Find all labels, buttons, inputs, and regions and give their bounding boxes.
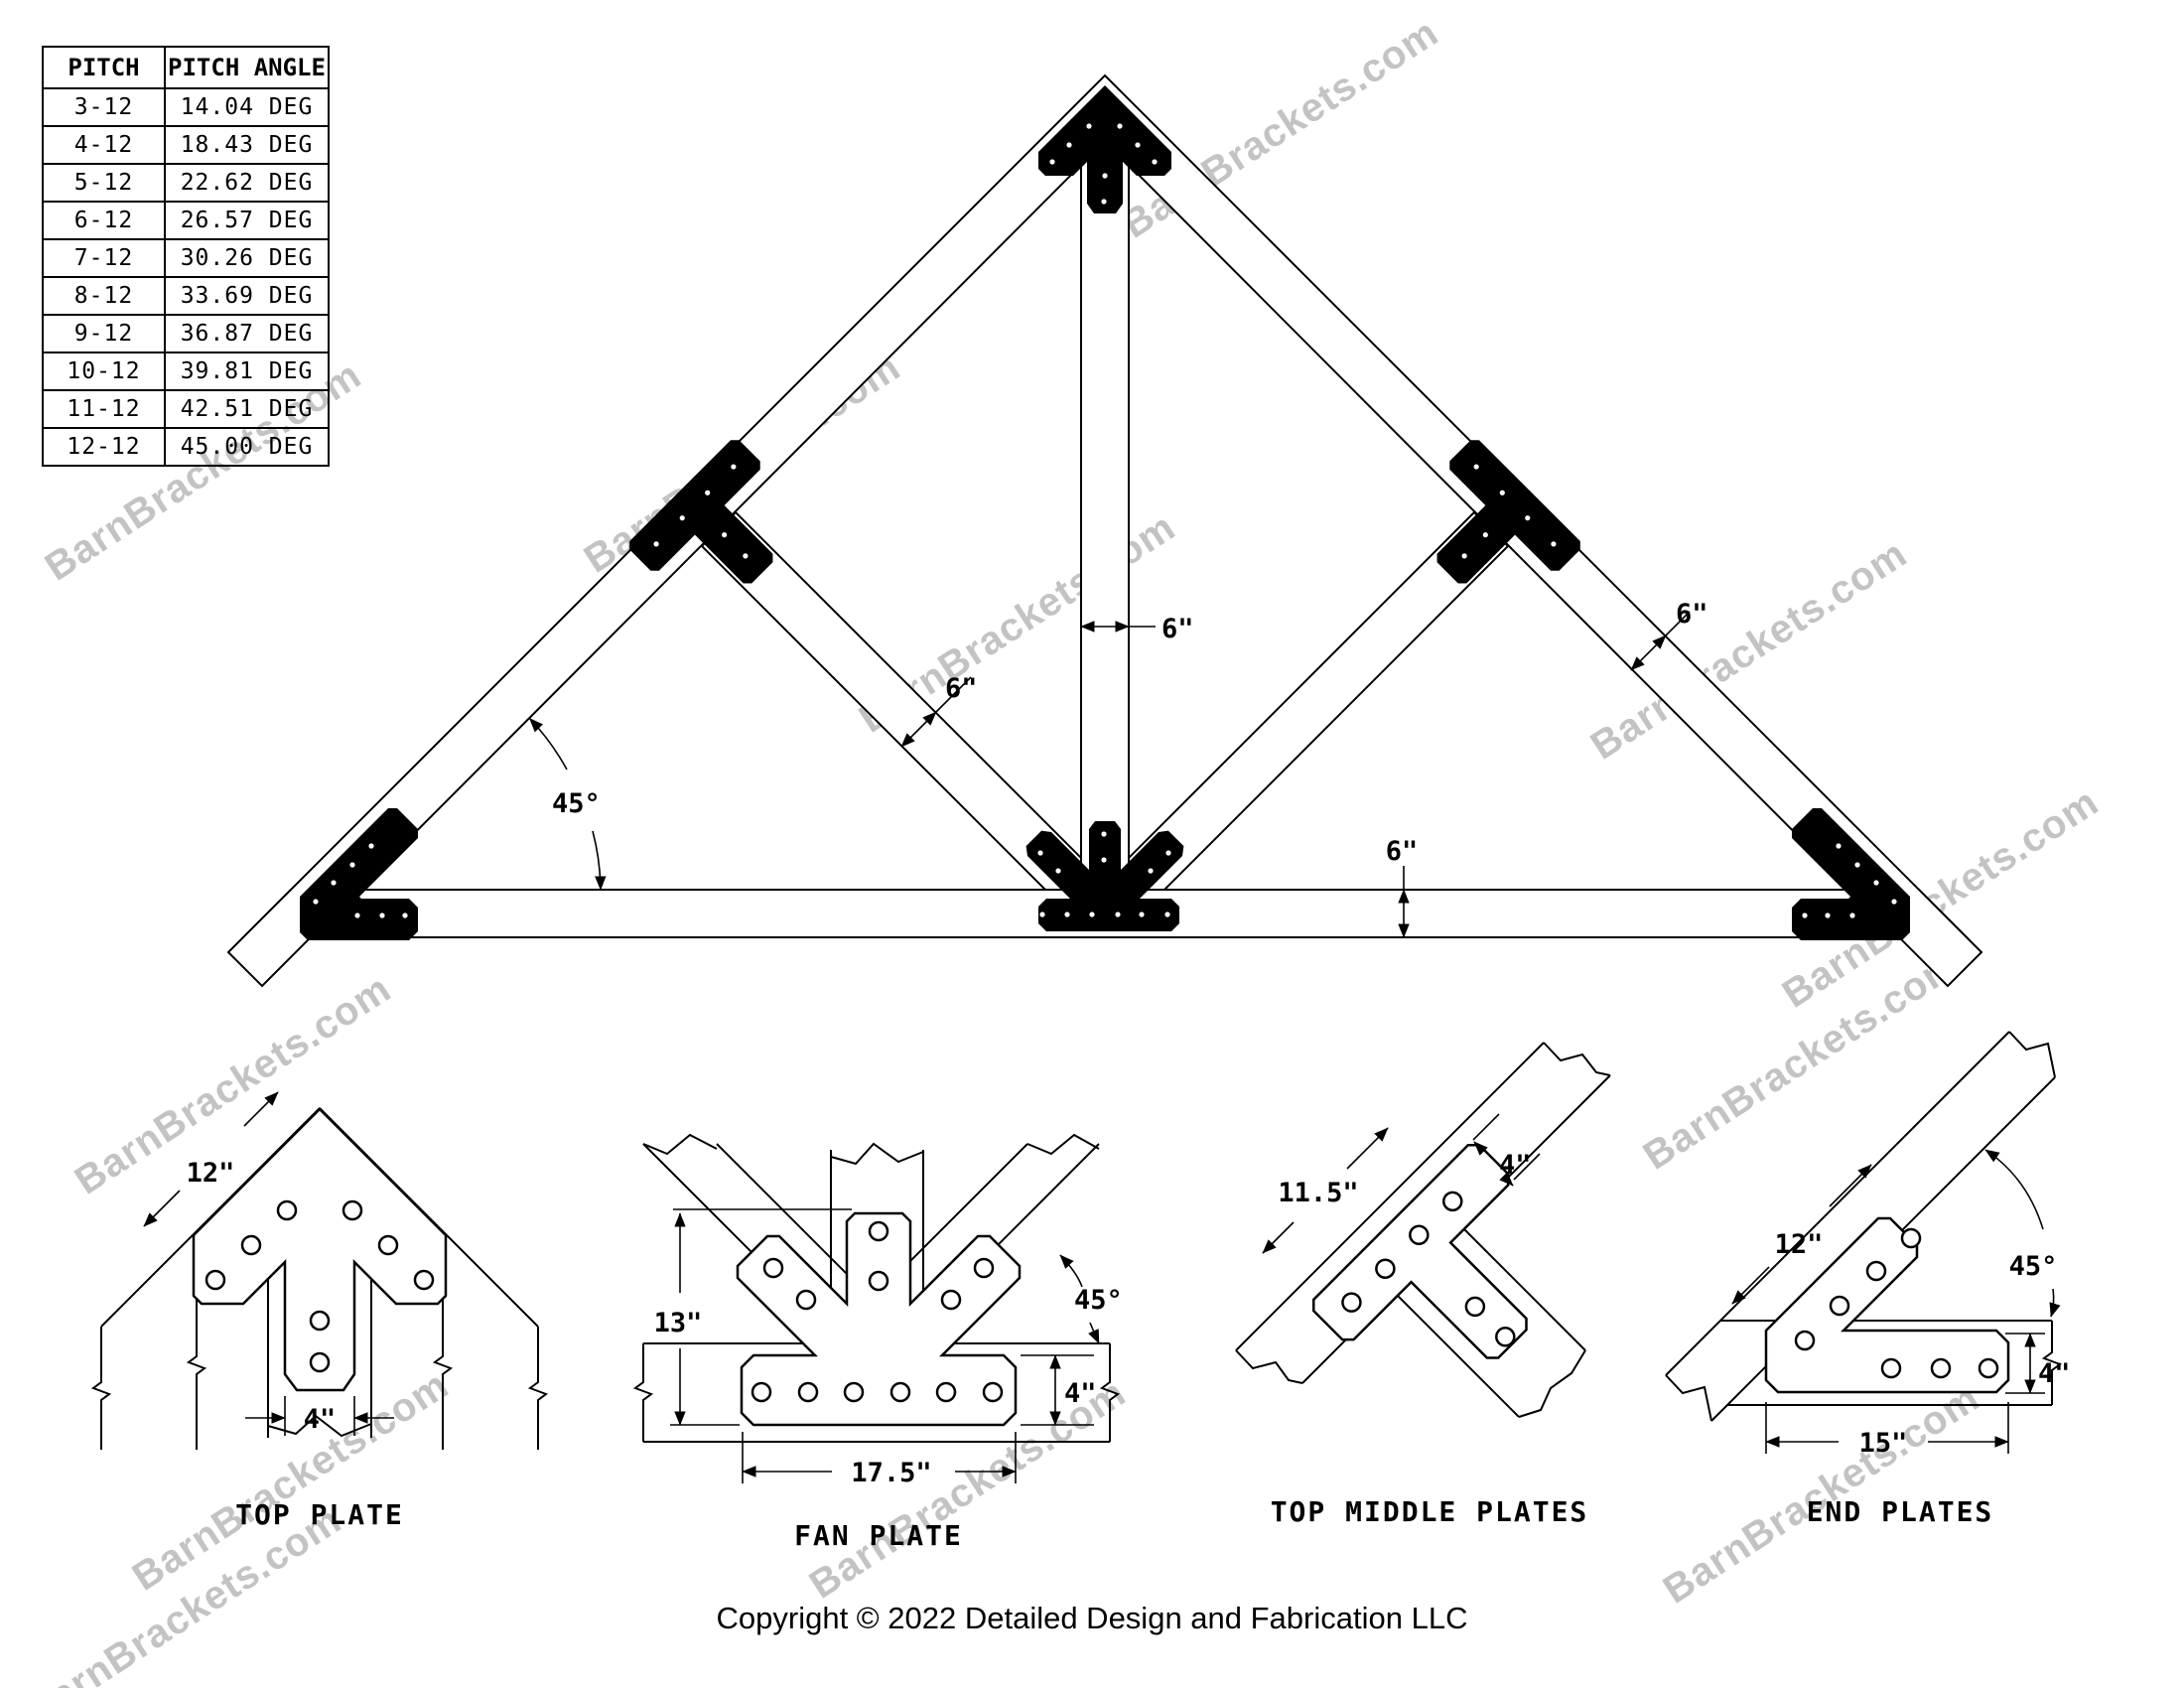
bolt-holes [1794, 1227, 1999, 1379]
copyright-text: Copyright © 2022 Detailed Design and Fab… [716, 1601, 1468, 1635]
pitch-cell: 3-12 [42, 87, 166, 127]
detail-dimensions: 12" 45° 4" 15" [1731, 1149, 2071, 1459]
apex-plate [1038, 85, 1171, 213]
detail-dimensions: 13" 17.5" 4" 45° [654, 1208, 1123, 1488]
length-dim: 15" [1859, 1428, 1908, 1459]
angle-dim: 45° [1074, 1285, 1123, 1316]
pitch-cell: 5-12 [42, 163, 166, 203]
angle-cell: 45.00 DEG [164, 427, 330, 467]
detail-top-middle-plates: 11.5" 4" TOP MIDDLE PLATES [1235, 1042, 1611, 1528]
angle-cell: 42.51 DEG [164, 389, 330, 429]
bolt-holes [205, 1199, 435, 1373]
angle-dim: 45° [2009, 1251, 2058, 1282]
pitch-cell: 9-12 [42, 314, 166, 353]
strut-width-dim: 6" [945, 673, 978, 704]
right-top-middle-plate [1436, 440, 1580, 584]
detail-dimensions: 12" 4" [143, 1091, 394, 1436]
pitch-column-header: PITCH [42, 46, 166, 89]
king-post [1080, 148, 1130, 891]
pitch-cell: 8-12 [42, 276, 166, 316]
right-end-plate [1792, 808, 1910, 940]
pitch-cell: 6-12 [42, 201, 166, 240]
rafters [226, 73, 1983, 988]
pitch-cell: 4-12 [42, 125, 166, 165]
left-end-plate [300, 808, 418, 940]
pitch-cell: 10-12 [42, 352, 166, 391]
width-dim: 17.5" [851, 1458, 931, 1488]
pitch-cell: 11-12 [42, 389, 166, 429]
bolt-holes [751, 1220, 1004, 1403]
detail-title: TOP PLATE [235, 1498, 404, 1531]
edge-dim: 12" [187, 1158, 235, 1189]
height-dim: 13" [654, 1308, 703, 1338]
base-dim: 4" [1064, 1378, 1097, 1409]
detail-dimensions: 11.5" 4" [1262, 1113, 1541, 1254]
detail-title: TOP MIDDLE PLATES [1271, 1495, 1589, 1528]
detail-title: FAN PLATE [794, 1519, 963, 1552]
width-dim: 4" [1499, 1150, 1532, 1181]
stem-dim: 4" [304, 1404, 337, 1435]
detail-end-plates: 12" 45° 4" 15" END PLATES [1665, 1031, 2071, 1528]
fan-plate-outline [736, 1211, 1022, 1427]
detail-top-plate: 12" 4" TOP PLATE [90, 1091, 549, 1531]
angle-cell: 22.62 DEG [164, 163, 330, 203]
angle-cell: 33.69 DEG [164, 276, 330, 316]
pitch-angle-column-header: PITCH ANGLE [164, 46, 330, 89]
edge-dim: 12" [1775, 1229, 1824, 1260]
angle-cell: 39.81 DEG [164, 352, 330, 391]
height-dim: 4" [2038, 1358, 2071, 1389]
table-header-row: PITCH PITCH ANGLE [42, 46, 330, 89]
angle-cell: 30.26 DEG [164, 238, 330, 278]
pitch-cell: 7-12 [42, 238, 166, 278]
detail-fan-plate: 13" 17.5" 4" 45° FAN PLATE [632, 1133, 1123, 1552]
pitch-angle-dim: 45° [552, 788, 601, 819]
angle-cell: 26.57 DEG [164, 201, 330, 240]
rafter-width-dim: 6" [1676, 599, 1708, 630]
end-plate-outline [1764, 1216, 2010, 1394]
chord-depth-dim: 6" [1386, 836, 1419, 867]
detail-title: END PLATES [1807, 1495, 1994, 1528]
left-top-middle-plate [629, 440, 773, 584]
king-post-width-dim: 6" [1161, 614, 1194, 644]
pitch-cell: 12-12 [42, 427, 166, 467]
angle-cell: 14.04 DEG [164, 87, 330, 127]
fan-plate [1025, 821, 1184, 931]
truss-dimensions: 6" 6" 6" 6" 45° [528, 599, 1708, 938]
angle-cell: 36.87 DEG [164, 314, 330, 353]
top-middle-plate-outline [1312, 1144, 1528, 1359]
truss-elevation: 6" 6" 6" 6" 45° [226, 73, 1983, 988]
top-plate-outline [192, 1107, 448, 1392]
edge-dim: 11.5" [1278, 1178, 1358, 1208]
angle-cell: 18.43 DEG [164, 125, 330, 165]
